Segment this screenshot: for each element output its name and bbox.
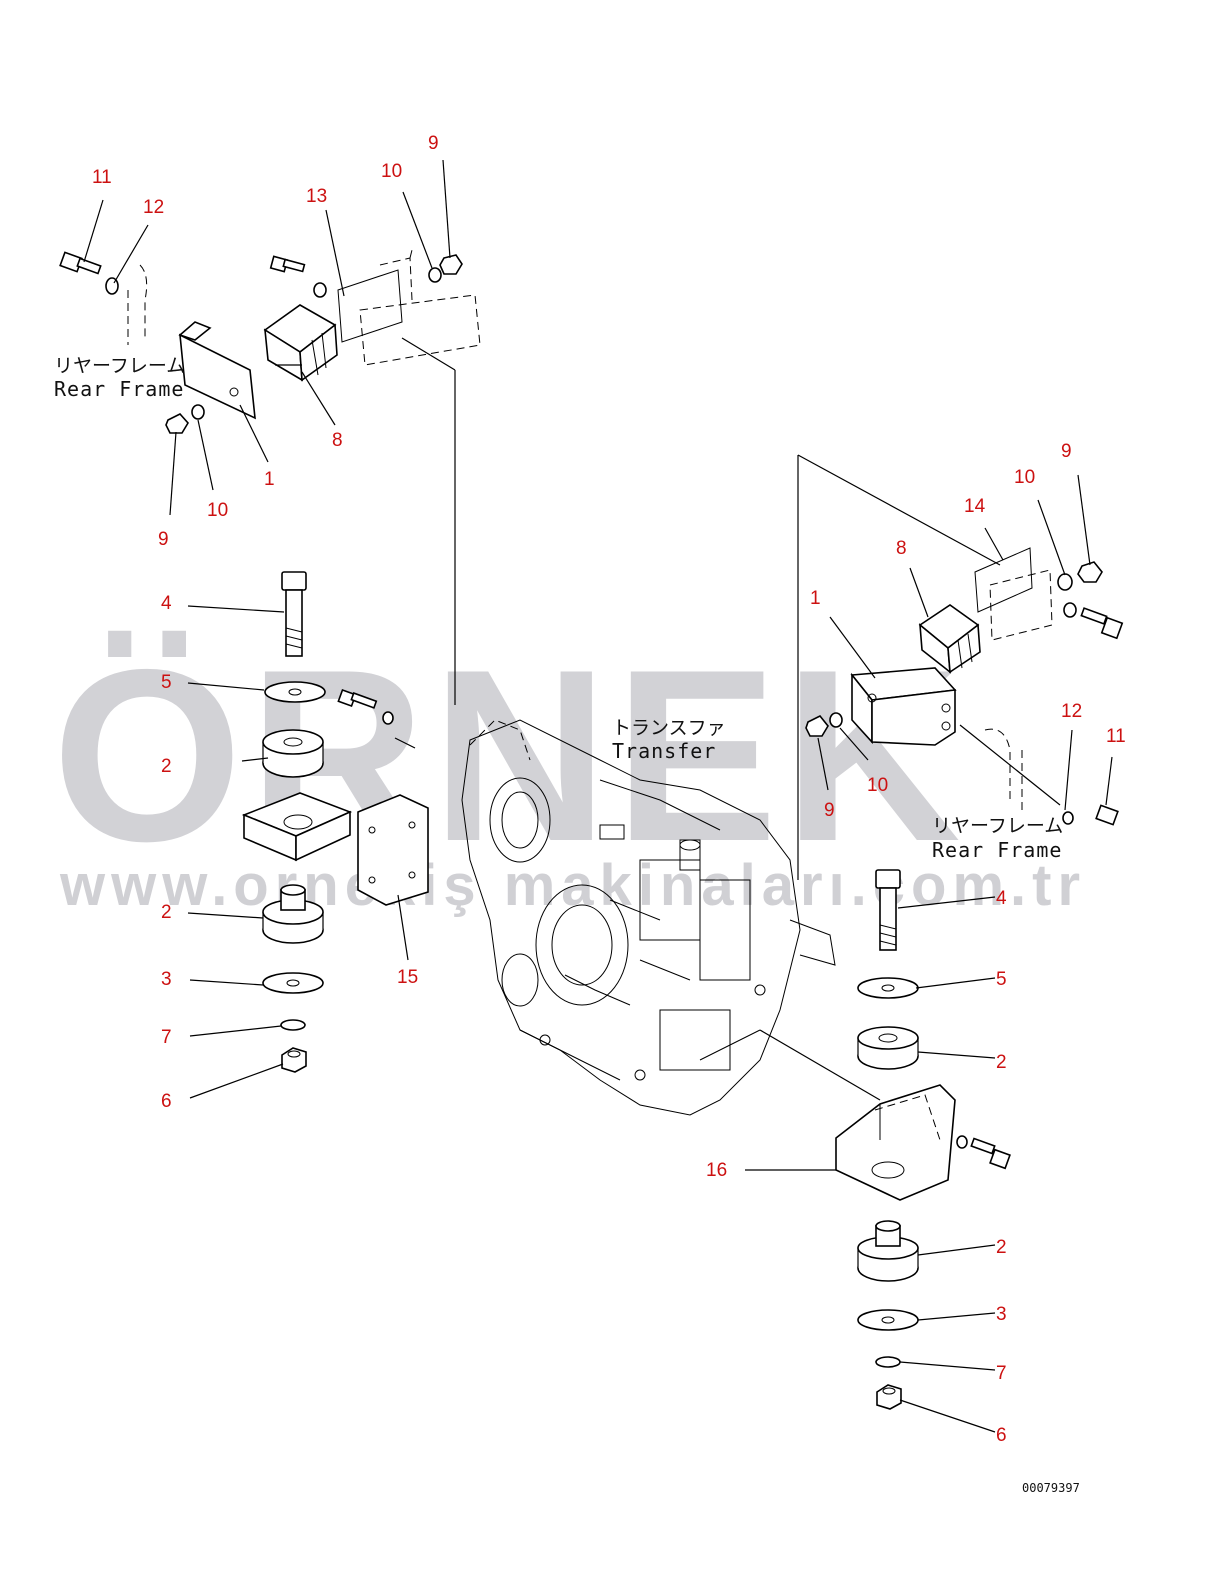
nut-icon — [165, 413, 189, 434]
drawing-code: 00079397 — [1022, 1481, 1080, 1495]
plate-15 — [357, 794, 429, 906]
nut-icon — [805, 714, 829, 737]
rear-frame-en-left: Rear Frame — [54, 377, 184, 401]
plate-14 — [974, 547, 1053, 641]
bracket-plate — [241, 792, 353, 862]
washer-icon — [1062, 811, 1074, 825]
watermark-brand: ÖRNEK — [52, 618, 967, 892]
callout-2: 2 — [161, 902, 172, 923]
right-mount-stack — [835, 869, 1011, 1410]
bracket-1-right — [850, 667, 957, 746]
bracket-16 — [835, 1084, 956, 1201]
nut-6-right — [876, 1384, 902, 1410]
bolt-icon — [1095, 804, 1119, 826]
callout-16: 16 — [706, 1160, 727, 1181]
plate-13 — [337, 249, 481, 366]
washer-3 — [262, 972, 324, 994]
leaders-left-lower — [187, 605, 416, 1099]
callout-5: 5 — [161, 672, 172, 693]
washer-3-right — [857, 1309, 919, 1331]
leaders-right-lower — [745, 896, 996, 1433]
callout-6: 6 — [161, 1091, 172, 1112]
rear-frame-en-right: Rear Frame — [932, 838, 1062, 862]
callout-14: 14 — [964, 496, 986, 517]
frame-labels: リヤーフレーム Rear Frame トランスファ Transfer リヤーフレ… — [54, 355, 1080, 1495]
washer-5-right — [857, 977, 919, 999]
leaders-right-upper — [817, 474, 1113, 811]
right-mount-upper — [797, 454, 1124, 880]
callout-13: 13 — [306, 186, 327, 207]
callout-5: 5 — [996, 969, 1007, 990]
callout-3: 3 — [161, 969, 172, 990]
watermark-url: www.ornekiş makinaları.com.tr — [59, 853, 1086, 918]
bolt-4 — [281, 571, 307, 657]
callout-12: 12 — [1061, 701, 1082, 722]
callout-15: 15 — [397, 967, 418, 988]
washer-7 — [280, 1019, 306, 1031]
callout-1: 1 — [810, 588, 821, 609]
callout-1: 1 — [264, 469, 275, 490]
callout-10: 10 — [207, 500, 228, 521]
washer-7-right — [875, 1356, 901, 1368]
callout-2: 2 — [996, 1052, 1007, 1073]
bolt-icon — [970, 1137, 1011, 1170]
nut-icon — [1077, 561, 1103, 583]
bracket-1 — [178, 321, 256, 420]
washer-icon — [956, 1135, 968, 1149]
nut-6 — [281, 1047, 307, 1073]
bolt-icon — [337, 688, 378, 709]
washer-icon — [191, 404, 205, 420]
rubber-2-right-upper — [857, 1026, 919, 1070]
transfer-case — [461, 719, 836, 1116]
callout-11: 11 — [92, 167, 112, 188]
callout-12: 12 — [143, 197, 164, 218]
rubber-mount-8-right — [918, 604, 981, 674]
callout-10: 10 — [1014, 467, 1035, 488]
callout-8: 8 — [896, 538, 907, 559]
callout-2: 2 — [161, 756, 172, 777]
transfer-en: Transfer — [612, 739, 716, 763]
callout-3: 3 — [996, 1304, 1007, 1325]
bolt-4-right — [875, 869, 901, 951]
rear-frame-jp-left: リヤーフレーム — [54, 355, 185, 377]
callout-9: 9 — [824, 800, 835, 821]
callout-7: 7 — [996, 1363, 1007, 1384]
leaders-top-left — [83, 159, 456, 705]
callout-2: 2 — [996, 1237, 1007, 1258]
callout-9: 9 — [1061, 441, 1072, 462]
washer-icon — [1063, 602, 1077, 618]
washer-5 — [264, 681, 326, 703]
transfer-jp: トランスファ — [612, 717, 726, 739]
callout-10: 10 — [867, 775, 888, 796]
callout-11: 11 — [1106, 726, 1126, 747]
bolt-icon — [1080, 607, 1124, 640]
rubber-mount-8 — [263, 304, 338, 382]
callout-10: 10 — [381, 161, 402, 182]
callout-8: 8 — [332, 430, 343, 451]
washer-icon — [382, 711, 394, 725]
bolt-icon — [59, 251, 102, 275]
callout-9: 9 — [158, 529, 169, 550]
rear-frame-jp-right: リヤーフレーム — [932, 815, 1063, 837]
callout-4: 4 — [161, 593, 172, 614]
top-left-mount — [59, 249, 481, 434]
callout-6: 6 — [996, 1425, 1007, 1446]
nut-icon — [439, 254, 463, 275]
rubber-2-right-lower — [857, 1220, 919, 1282]
rubber-2-lower — [262, 884, 324, 944]
washer-icon — [428, 267, 442, 283]
left-mount-stack — [241, 571, 429, 1073]
callout-numbers: 11 12 13 10 9 8 1 10 9 4 5 2 2 3 7 6 15 … — [92, 133, 1126, 1446]
callout-4: 4 — [996, 888, 1007, 909]
callout-9: 9 — [428, 133, 439, 154]
callout-7: 7 — [161, 1027, 172, 1048]
watermark: ÖRNEK www.ornekiş makinaları.com.tr — [52, 618, 1086, 918]
rubber-2-upper — [262, 729, 324, 778]
washer-icon — [1057, 573, 1073, 591]
washer-icon — [829, 712, 843, 728]
bolt-icon — [269, 255, 306, 273]
washer-icon — [313, 282, 327, 298]
